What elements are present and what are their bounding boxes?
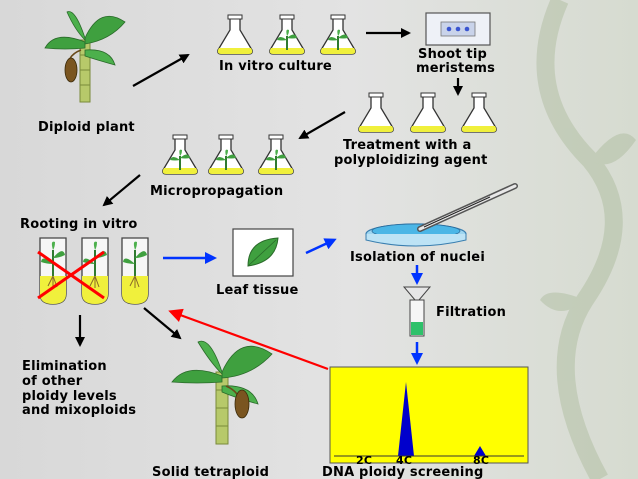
tetraploid-plant-illustration: [171, 340, 273, 445]
arrow-treatment-to-micro: [298, 111, 346, 140]
arrow-screening-to-tubes: [168, 308, 329, 371]
isolation-label: Isolation of nuclei: [350, 250, 485, 265]
shoot-tip-label-line1: Shoot tip: [418, 47, 487, 62]
arrow-rooting-to-tetraploid: [143, 307, 182, 340]
filtration-funnel: [402, 286, 432, 337]
in-vitro-flasks: [217, 14, 356, 55]
solid-tetraploid-label: Solid tetraploid: [152, 465, 269, 479]
rooting-label: Rooting in vitro: [20, 217, 138, 232]
micropropagation-label: Micropropagation: [150, 184, 283, 199]
treatment-label-line2: polyploidizing agent: [334, 153, 488, 168]
flow-arrows: [75, 28, 463, 347]
micropropagation-flasks: [162, 134, 294, 175]
rejected-cross: [37, 250, 105, 300]
histogram-peak-8c: [474, 446, 486, 456]
elimination-line-2: of other: [22, 374, 83, 389]
background-vine: [536, 0, 636, 479]
leaf-tissue-label: Leaf tissue: [216, 283, 298, 298]
arrow-leaf-to-isolation: [305, 238, 337, 255]
elimination-line-3: ploidy levels: [22, 389, 117, 404]
elimination-label: Elimination of other ploidy levels and m…: [22, 359, 136, 418]
process-arrows: [163, 238, 423, 365]
rooting-tubes: [39, 237, 149, 305]
elimination-line-1: Elimination: [22, 359, 107, 374]
histogram-tick-8c: 8C: [473, 454, 489, 467]
isolation-petri-dish: [365, 183, 518, 247]
leaf-tissue-box: [232, 228, 294, 277]
diploid-plant-label: Diploid plant: [38, 120, 135, 135]
shoot-tip-label-line2: meristems: [416, 61, 495, 76]
arrow-micro-to-rooting: [102, 174, 141, 207]
histogram-tick-2c: 2C: [356, 454, 372, 467]
treatment-flasks: [358, 92, 497, 133]
meristem-dish: [425, 12, 491, 46]
dna-screening-label: DNA ploidy screening: [322, 465, 483, 479]
filtration-label: Filtration: [436, 305, 506, 320]
dna-histogram: [329, 366, 529, 464]
histogram-tick-4c: 4C: [396, 454, 412, 467]
in-vitro-culture-label: In vitro culture: [219, 59, 332, 74]
arrow-plant-to-culture: [132, 54, 190, 87]
diploid-plant-illustration: [44, 11, 126, 103]
treatment-label-line1: Treatment with a: [343, 138, 471, 153]
histogram-peak-4c: [398, 382, 414, 456]
return-arrow: [168, 308, 329, 371]
elimination-line-4: and mixoploids: [22, 403, 136, 418]
